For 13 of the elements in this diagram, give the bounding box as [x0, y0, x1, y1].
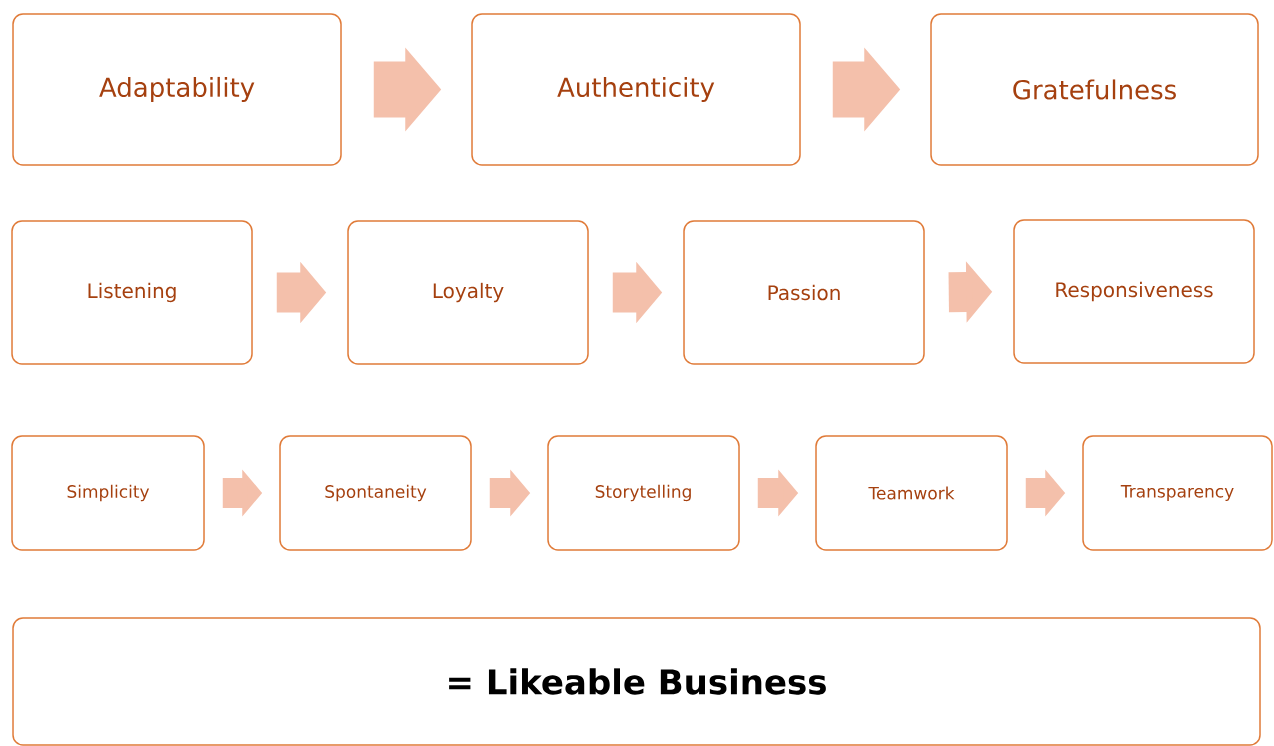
process-box: Responsiveness	[1013, 219, 1255, 364]
process-box: Gratefulness	[930, 13, 1259, 166]
process-box: Teamwork	[815, 435, 1008, 551]
process-box: Simplicity	[11, 435, 205, 551]
process-box: Loyalty	[347, 220, 589, 365]
process-box: Listening	[11, 220, 253, 365]
process-box: Passion	[683, 220, 925, 365]
process-box: Authenticity	[471, 13, 801, 166]
process-box: Spontaneity	[279, 435, 472, 551]
process-box: Adaptability	[12, 13, 342, 166]
process-box: Storytelling	[547, 435, 740, 551]
process-box: = Likeable Business	[12, 617, 1261, 746]
process-box: Transparency	[1082, 435, 1273, 551]
